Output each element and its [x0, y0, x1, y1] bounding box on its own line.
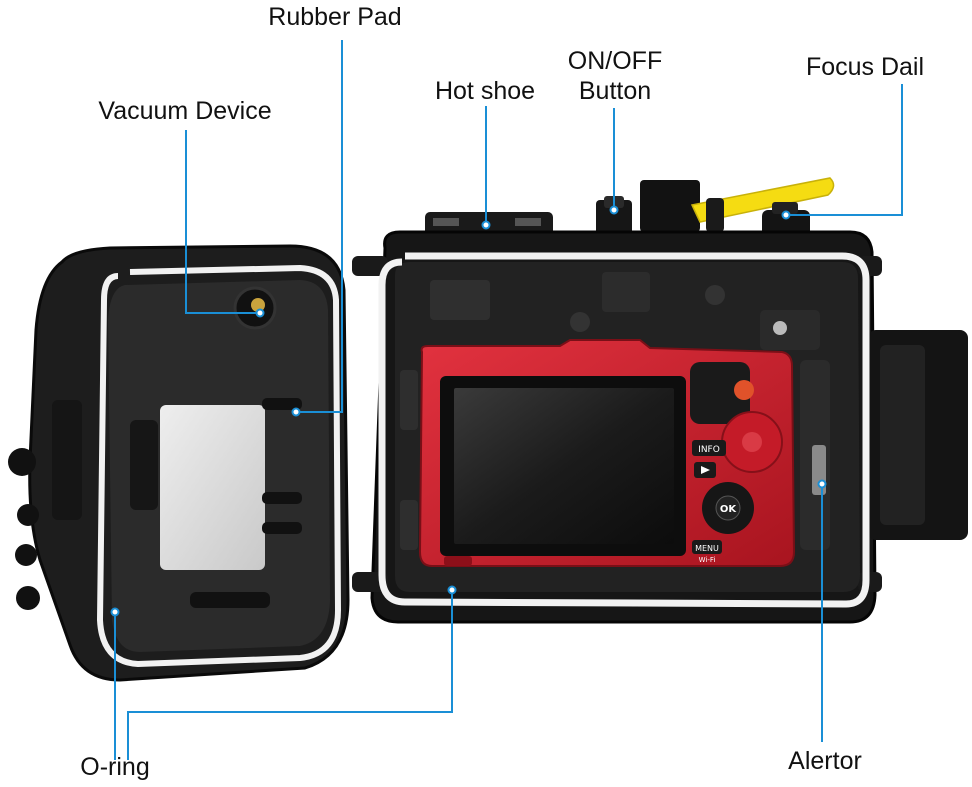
label-o-ring: O-ring [80, 753, 150, 781]
camera: INFO OK MENU Wi-Fi [418, 339, 796, 567]
menu-button-label: MENU [695, 544, 719, 553]
ok-button-label: OK [720, 504, 738, 515]
ok-button [715, 495, 741, 521]
label-alertor: Alertor [788, 747, 862, 775]
info-button [692, 440, 726, 456]
leader-rubber-pad [296, 40, 343, 413]
label-vacuum-device: Vacuum Device [98, 97, 272, 125]
label-rubber-pad: Rubber Pad [268, 3, 402, 31]
door-seal [96, 264, 342, 668]
leader-o-ring-housing [127, 590, 453, 760]
back-door [8, 244, 350, 682]
label-on-off-line2: Button [578, 77, 652, 105]
door-window [160, 405, 265, 570]
record-button [734, 380, 754, 400]
leader-lines [114, 40, 903, 760]
shutter-lever [690, 177, 835, 223]
menu-button [692, 540, 722, 554]
housing-seal [378, 252, 870, 608]
label-focus-dial: Focus Dail [805, 53, 925, 81]
on-off-knob [596, 200, 632, 238]
wifi-label: Wi-Fi [699, 556, 716, 564]
info-button-label: INFO [698, 445, 720, 455]
label-hot-shoe: Hot shoe [434, 77, 536, 105]
leader-focus-dial [786, 84, 903, 216]
leader-dots [110, 205, 827, 617]
leader-vacuum-device [185, 130, 260, 314]
label-on-off-line1: ON/OFF [567, 47, 663, 75]
